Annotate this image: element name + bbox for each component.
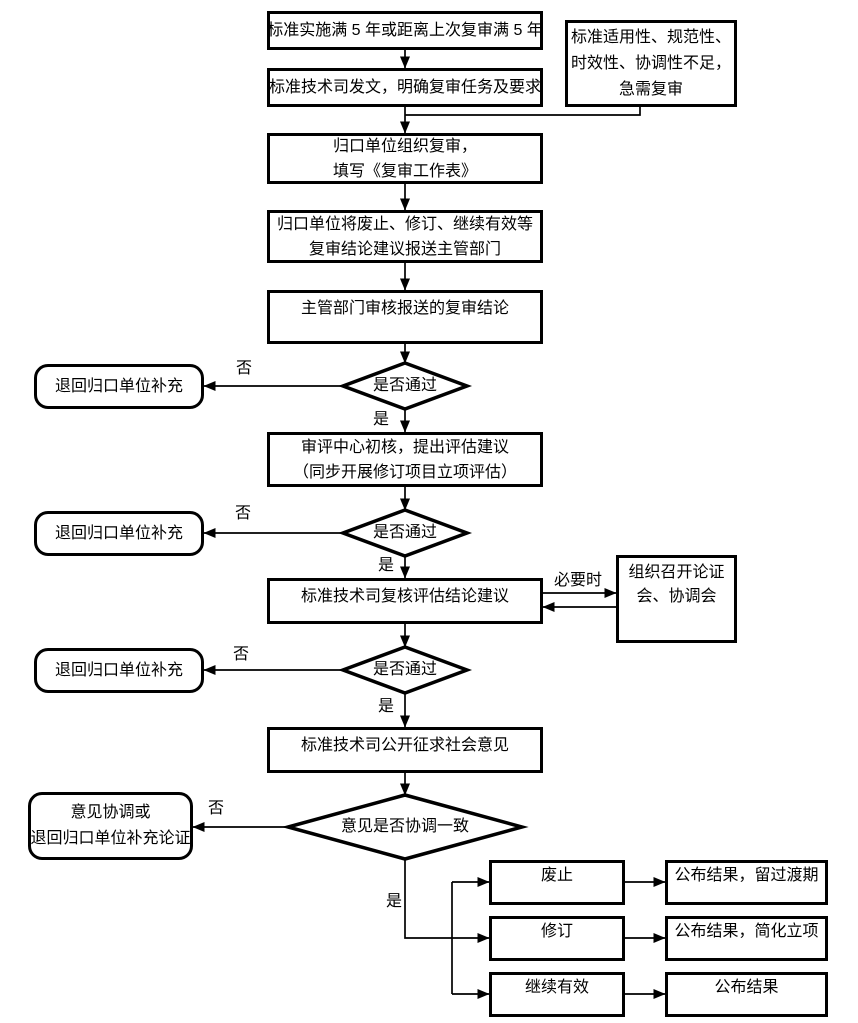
node-outcome-abolish-label: 废止 xyxy=(540,867,573,884)
decision-4-diamond xyxy=(281,793,529,861)
node-urgent-trigger-line1: 标准适用性、规范性、 xyxy=(570,28,731,46)
edge-label-no-2: 否 xyxy=(234,505,252,522)
node-organize-review-line2: 填写《复审工作表》 xyxy=(332,162,477,180)
node-center-initial-check-line2: （同步开展修订项目立项评估） xyxy=(292,463,517,481)
node-tech-dept-recheck-label: 标准技术司复核评估结论建议 xyxy=(300,588,509,605)
edge-label-no-3: 否 xyxy=(232,646,250,663)
node-hold-meetings: 组织召开论证 会、协调会 xyxy=(616,555,737,643)
node-result-revise-label: 公布结果，简化立项 xyxy=(674,923,819,940)
node-coordinate-or-return: 意见协调或 退回归口单位补充论证 xyxy=(28,792,193,860)
node-return-supplement-1-label: 退回归口单位补充 xyxy=(54,377,183,395)
node-urgent-trigger-line3: 急需复审 xyxy=(618,80,683,98)
decision-1-label: 是否通过 xyxy=(372,377,438,394)
connectors xyxy=(192,50,666,999)
edge-label-yes-3: 是 xyxy=(377,698,395,715)
node-result-abolish: 公布结果，留过渡期 xyxy=(665,860,828,905)
node-issue-notice: 标准技术司发文，明确复审任务及要求 xyxy=(267,68,543,107)
decision-1-diamond xyxy=(337,361,473,411)
edge-label-no-4: 否 xyxy=(207,800,225,817)
decision-diamonds xyxy=(281,361,529,861)
node-submit-conclusion-line2: 复审结论建议报送主管部门 xyxy=(308,240,501,258)
node-urgent-trigger-line2: 时效性、协调性不足， xyxy=(570,54,731,72)
node-return-supplement-2-label: 退回归口单位补充 xyxy=(54,524,183,542)
node-start-label: 标准实施满 5 年或距离上次复审满 5 年 xyxy=(267,21,543,39)
node-tech-dept-recheck: 标准技术司复核评估结论建议 xyxy=(267,578,543,624)
node-outcome-continue-label: 继续有效 xyxy=(524,979,589,996)
edge-label-yes-4: 是 xyxy=(385,893,403,910)
node-center-initial-check: 审评中心初核，提出评估建议 （同步开展修订项目立项评估） xyxy=(267,432,543,487)
node-outcome-revise: 修订 xyxy=(489,916,625,961)
decision-2-label: 是否通过 xyxy=(372,524,438,541)
node-result-continue-label: 公布结果 xyxy=(714,979,779,996)
node-issue-notice-label: 标准技术司发文，明确复审任务及要求 xyxy=(269,78,542,96)
edge-label-when-necessary: 必要时 xyxy=(553,572,603,589)
node-coordinate-or-return-line1: 意见协调或 xyxy=(70,804,151,821)
node-submit-conclusion-line1: 归口单位将废止、修订、继续有效等 xyxy=(276,215,533,233)
node-organize-review-line1: 归口单位组织复审， xyxy=(332,137,477,155)
node-outcome-revise-label: 修订 xyxy=(540,923,573,940)
node-dept-review: 主管部门审核报送的复审结论 xyxy=(267,290,543,344)
node-hold-meetings-line1: 组织召开论证 xyxy=(628,564,725,581)
node-public-consultation-label: 标准技术司公开征求社会意见 xyxy=(300,737,509,754)
node-result-continue: 公布结果 xyxy=(665,972,828,1017)
node-outcome-abolish: 废止 xyxy=(489,860,625,905)
edge-label-yes-2: 是 xyxy=(377,557,395,574)
edge-label-yes-1: 是 xyxy=(372,411,390,428)
node-return-supplement-2: 退回归口单位补充 xyxy=(34,511,204,556)
decision-3-diamond xyxy=(337,645,473,695)
edge-label-no-1: 否 xyxy=(235,360,253,377)
node-submit-conclusion: 归口单位将废止、修订、继续有效等 复审结论建议报送主管部门 xyxy=(267,210,543,263)
node-public-consultation: 标准技术司公开征求社会意见 xyxy=(267,727,543,773)
node-return-supplement-3: 退回归口单位补充 xyxy=(34,648,204,693)
node-urgent-trigger: 标准适用性、规范性、 时效性、协调性不足， 急需复审 xyxy=(565,20,737,107)
node-hold-meetings-line2: 会、协调会 xyxy=(636,588,717,605)
node-coordinate-or-return-line2: 退回归口单位补充论证 xyxy=(30,830,191,847)
decision-4-label: 意见是否协调一致 xyxy=(340,818,470,835)
decision-2-diamond xyxy=(337,508,473,558)
node-dept-review-label: 主管部门审核报送的复审结论 xyxy=(300,300,509,317)
node-return-supplement-1: 退回归口单位补充 xyxy=(34,364,204,409)
node-start: 标准实施满 5 年或距离上次复审满 5 年 xyxy=(267,11,543,50)
node-result-abolish-label: 公布结果，留过渡期 xyxy=(674,867,819,884)
node-organize-review: 归口单位组织复审， 填写《复审工作表》 xyxy=(267,133,543,184)
node-outcome-continue: 继续有效 xyxy=(489,972,625,1017)
node-center-initial-check-line1: 审评中心初核，提出评估建议 xyxy=(300,438,509,456)
node-return-supplement-3-label: 退回归口单位补充 xyxy=(54,661,183,679)
decision-3-label: 是否通过 xyxy=(372,661,438,678)
node-result-revise: 公布结果，简化立项 xyxy=(665,916,828,961)
